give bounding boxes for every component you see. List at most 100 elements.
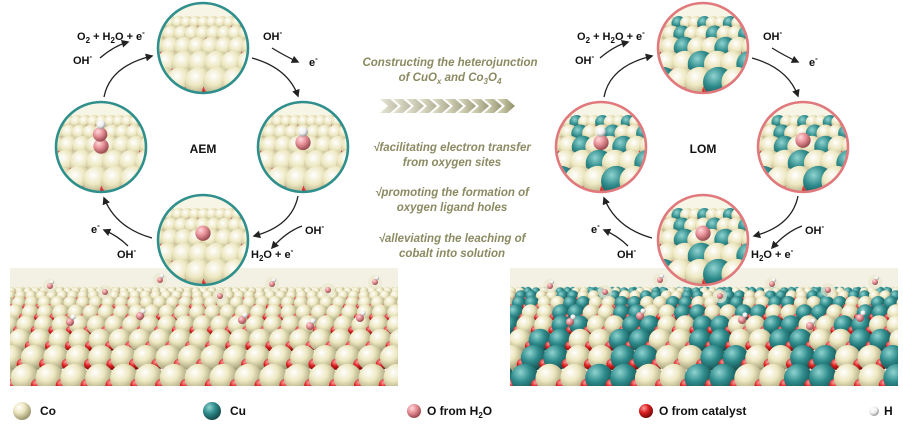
- o-water-atom: [593, 134, 609, 151]
- o-water-atom: [872, 279, 878, 285]
- o-catalyst-atom: [757, 216, 763, 222]
- o-water-atom: [717, 293, 723, 299]
- aem-oh-left-label: OH-: [73, 52, 93, 67]
- o-catalyst-atom: [158, 84, 160, 93]
- o-catalyst-atom: [157, 135, 165, 143]
- cu-atom: [684, 363, 713, 386]
- o-water-atom: [547, 283, 553, 289]
- o-catalyst-atom: [637, 183, 646, 192]
- h-atom: [298, 126, 308, 137]
- bullet-2-line1: √promoting the formation of: [375, 186, 530, 199]
- o-catalyst-atom: [556, 183, 558, 192]
- o-catalyst-atom: [646, 241, 655, 250]
- o-catalyst-atom: [357, 123, 363, 129]
- co-atom: [400, 290, 412, 302]
- o-catalyst-atom: [563, 183, 577, 192]
- o-catalyst-atom: [152, 148, 161, 157]
- co-atom: [494, 290, 506, 302]
- h-atom: [660, 274, 664, 278]
- co-atom: [349, 125, 367, 143]
- co-atom: [137, 165, 146, 192]
- o-water-atom: [372, 279, 378, 285]
- co-atom: [308, 363, 338, 386]
- legend-o-h2o-label: O from H2O: [427, 404, 492, 420]
- co-atom: [0, 290, 6, 302]
- o-water-atom: [295, 134, 311, 151]
- chevron-segment: [458, 99, 476, 113]
- co-atom: [239, 66, 248, 93]
- co-atom: [0, 304, 9, 321]
- o-catalyst-atom: [757, 24, 763, 30]
- co-atom: [248, 16, 262, 30]
- aem-state-right: [237, 100, 367, 194]
- o-catalyst-atom: [257, 24, 263, 30]
- co-atom: [147, 125, 165, 143]
- co-atom: [0, 287, 9, 296]
- o-water-atom: [602, 289, 608, 295]
- cu-atom: [883, 363, 898, 386]
- o-catalyst-atom: [544, 148, 553, 157]
- chevron-segment: [471, 99, 489, 113]
- co-atom: [737, 115, 751, 129]
- o-water-atom: [238, 316, 246, 324]
- legend-o-h2o-swatch: [407, 404, 421, 418]
- co-atom: [396, 298, 398, 308]
- chevron-segment: [484, 99, 502, 113]
- o-catalyst-atom: [406, 341, 416, 351]
- o-catalyst-atom: [748, 24, 754, 30]
- h-atom: [742, 312, 748, 318]
- legend-cu-swatch: [203, 402, 221, 420]
- co-atom: [535, 115, 549, 129]
- o-water-atom: [92, 127, 108, 142]
- o-catalyst-atom: [265, 183, 279, 192]
- cu-atom: [502, 287, 508, 293]
- o-catalyst-atom: [765, 183, 779, 192]
- o-catalyst-atom: [658, 84, 660, 93]
- o-catalyst-atom: [556, 123, 559, 130]
- o-catalyst-atom: [501, 290, 504, 293]
- o-water-atom: [217, 293, 223, 299]
- o-catalyst-atom: [646, 123, 652, 129]
- h-atom: [272, 278, 276, 282]
- chevron-segment: [497, 99, 515, 113]
- co-atom: [137, 208, 151, 222]
- cu-atom: [879, 344, 898, 371]
- co-atom: [333, 363, 363, 386]
- legend-o-catalyst-label: O from catalyst: [659, 404, 746, 418]
- o-water-atom: [825, 287, 831, 293]
- center-description: Constructing the heterojunction of CuOx …: [362, 57, 537, 260]
- co-atom: [237, 115, 251, 129]
- o-catalyst-atom: [10, 293, 11, 295]
- o-catalyst-atom: [409, 297, 414, 302]
- o-catalyst-atom: [146, 241, 155, 250]
- cu-atom: [748, 208, 762, 222]
- co-atom: [658, 66, 660, 93]
- o-water-atom: [269, 281, 275, 287]
- cu-atom: [784, 363, 813, 386]
- o-catalyst-atom: [404, 379, 417, 392]
- co-atom: [56, 115, 59, 130]
- cycle-circle-ring: [756, 100, 850, 194]
- o-catalyst-atom: [146, 24, 152, 30]
- o-catalyst-atom: [652, 148, 661, 157]
- h-atom: [550, 280, 554, 284]
- o-catalyst-atom: [56, 123, 59, 130]
- co-atom: [739, 66, 748, 93]
- o-catalyst-atom: [3, 297, 8, 302]
- cu-atom: [556, 115, 559, 130]
- co-atom: [721, 66, 748, 93]
- o-catalyst-atom: [257, 216, 263, 222]
- lom-o2-product-label: O2 + H2O + e-: [577, 28, 645, 45]
- cu-atom: [733, 136, 756, 159]
- co-atom: [56, 124, 57, 143]
- cu-atom: [658, 217, 659, 236]
- o-water-atom: [566, 318, 574, 326]
- o-catalyst-atom: [898, 292, 902, 296]
- o-catalyst-atom: [857, 123, 863, 129]
- h-atom: [242, 312, 248, 318]
- o-catalyst-atom: [348, 123, 354, 129]
- o-catalyst-atom: [656, 183, 669, 196]
- cu-atom: [808, 363, 838, 386]
- o-catalyst-atom: [406, 292, 410, 296]
- o-catalyst-atom: [758, 183, 760, 192]
